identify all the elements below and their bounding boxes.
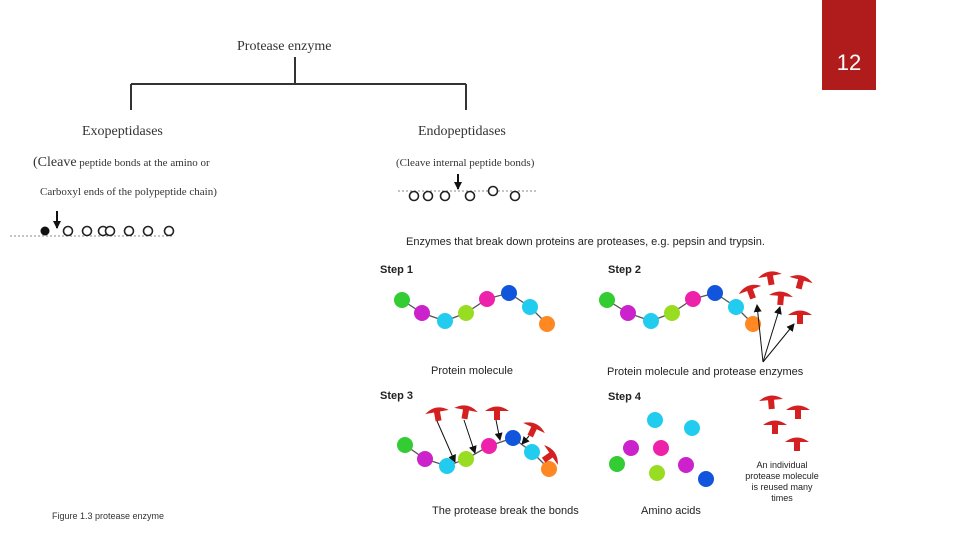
step-2-enzymes [738,271,813,363]
figure-caption: Figure 1.3 protease enzyme [52,511,165,521]
amino-acid [599,292,615,308]
reuse-note-line: is reused many [751,482,813,492]
residue [439,190,451,202]
enzyme-icon [523,422,545,438]
residue [142,225,154,237]
amino-acid [458,451,474,467]
residue [422,190,434,202]
cleaved-residue [40,226,50,236]
amino-acid [501,285,517,301]
step-4-amino-acids [609,412,714,487]
step-2-title: Step 2 [608,264,642,276]
enzyme-icon [454,405,478,420]
amino-acid [647,412,663,428]
figure-intro: Enzymes that break down proteins are pro… [406,236,765,248]
step-1-title: Step 1 [380,264,414,276]
step-3-enzymes [425,405,558,465]
exopeptidases-desc-line1: (Cleave peptide bonds at the amino or [33,155,210,171]
amino-acid [609,456,625,472]
amino-acid [643,313,659,329]
amino-acid [439,458,455,474]
amino-acid [394,292,410,308]
enzyme-icon [485,406,509,420]
amino-acid [707,285,723,301]
enzyme-icon [786,405,810,419]
step-2-caption: Protein molecule and protease enzymes [607,366,804,378]
enzyme-icon [541,445,558,465]
amino-acid [505,430,521,446]
residue [487,185,499,197]
residue [509,190,521,202]
endopeptidases-title: Endopeptidases [418,124,506,139]
amino-acid [541,461,557,477]
residue [123,225,135,237]
amino-acid [524,444,540,460]
residue [464,190,476,202]
step-1-protein [394,285,555,332]
step-4-caption: Amino acids [641,505,701,517]
endopeptidases-desc: (Cleave internal peptide bonds) [396,157,535,169]
amino-acid [684,420,700,436]
exopeptidase-chain [10,211,175,237]
step-1-caption: Protein molecule [431,365,513,377]
enzyme-icon [789,275,813,290]
tree-lines [130,57,467,110]
amino-acid [649,465,665,481]
page-number-badge: 12 [822,0,876,90]
root-label: Protease enzyme [237,39,332,54]
enzyme-arrows [753,304,795,363]
amino-acid [522,299,538,315]
residue [163,225,175,237]
reuse-note-line: times [771,493,793,503]
exopeptidases-title: Exopeptidases [82,124,163,139]
step-4-title: Step 4 [608,391,642,403]
residue [408,190,420,202]
amino-acid [620,305,636,321]
enzyme-icon [758,271,782,286]
enzyme-icon [763,420,787,434]
amino-acid [417,451,433,467]
endopeptidase-chain [398,174,538,202]
step-3-title: Step 3 [380,390,414,402]
residue [81,225,93,237]
enzyme-icon [785,437,809,451]
amino-acid [479,291,495,307]
amino-acid [414,305,430,321]
amino-acid [728,299,744,315]
enzyme-icon [759,395,783,410]
amino-acid [685,291,701,307]
residue [104,225,116,237]
enzyme-icon [788,310,812,324]
amino-acid [653,440,669,456]
amino-acid [678,457,694,473]
reuse-note-line: protease molecule [745,471,819,481]
amino-acid [664,305,680,321]
step-4-enzymes [759,395,810,451]
amino-acid [623,440,639,456]
amino-acid [397,437,413,453]
amino-acid [698,471,714,487]
amino-acid [539,316,555,332]
enzyme-icon [738,284,762,300]
exopeptidases-desc-rest: peptide bonds at the amino or [76,157,210,169]
step-2-protein [599,285,761,332]
amino-acid [481,438,497,454]
step-3-protein [397,430,557,477]
cleave-arrows [436,419,530,463]
amino-acid [437,313,453,329]
amino-acid [458,305,474,321]
enzyme-icon [425,407,449,422]
exopeptidases-desc-line2: Carboxyl ends of the polypeptide chain) [40,186,217,198]
step-3-caption: The protease break the bonds [432,505,579,517]
exopeptidases-desc-prefix: (Cleave [33,155,77,170]
reuse-note: An individual protease molecule is reuse… [738,460,826,504]
reuse-note-line: An individual [756,460,808,470]
amino-acid [745,316,761,332]
residue [62,225,74,237]
enzyme-icon [769,291,793,306]
page-number: 12 [836,50,862,75]
